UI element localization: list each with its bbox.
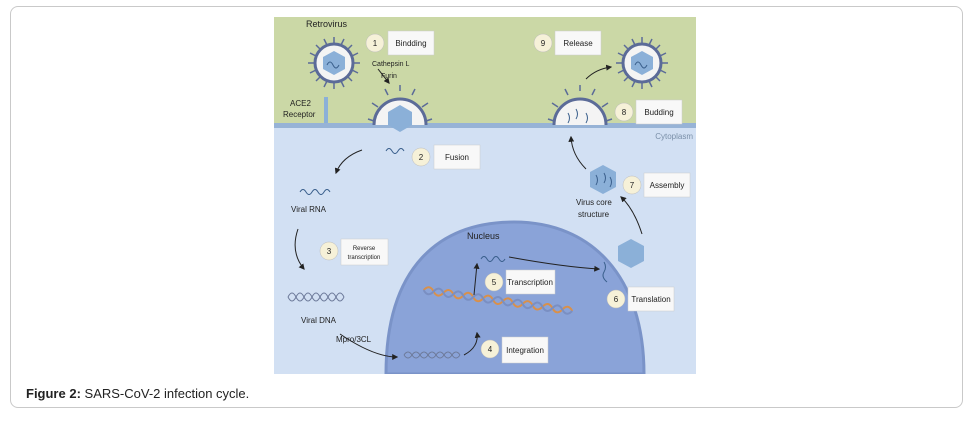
released-virus xyxy=(616,37,668,89)
step-6-number: 6 xyxy=(614,295,619,304)
step-5-label: Transcription xyxy=(507,278,553,287)
step-7: 7 Assembly xyxy=(622,172,691,198)
ace2-receptor-icon xyxy=(324,97,328,123)
integration-arrow xyxy=(463,331,481,356)
step-4-label: Integration xyxy=(506,346,544,355)
translation-to-assembly-arrow xyxy=(620,196,643,235)
ace2-label: ACE2 xyxy=(290,99,311,108)
cytoplasm-label: Cytoplasm xyxy=(655,132,693,141)
step-8-label: Budding xyxy=(644,108,673,117)
step-9-number: 9 xyxy=(541,39,546,48)
export-arrow xyxy=(508,256,601,272)
transcription-arrow xyxy=(473,262,480,296)
released-rna xyxy=(385,148,405,154)
receptor-label: Receptor xyxy=(283,110,316,119)
furin-label: Furin xyxy=(381,73,397,80)
viral-rna-strand xyxy=(299,189,331,195)
step-9-label: Release xyxy=(563,39,593,48)
step-7-label: Assembly xyxy=(650,181,685,190)
step-1-label: Bindding xyxy=(395,39,426,48)
mrna-strand xyxy=(480,256,506,262)
caption-label: Figure 2: xyxy=(26,386,81,401)
step-3-number: 3 xyxy=(327,247,332,256)
figure-caption: Figure 2: SARS-CoV-2 infection cycle. xyxy=(26,386,249,401)
virus-core-label-2: structure xyxy=(578,210,610,219)
binding-virus xyxy=(367,85,433,132)
mpro-label: Mpro/3CL xyxy=(336,335,372,344)
step-4-number: 4 xyxy=(488,345,493,354)
caption-text: SARS-CoV-2 infection cycle. xyxy=(84,386,250,401)
budding-virus xyxy=(547,85,613,126)
cathepsin-arrow xyxy=(377,68,390,84)
step-3: 3 Reverse transcription xyxy=(319,238,389,266)
step-6: 6 Translation xyxy=(606,286,675,312)
step-2: 2 Fusion xyxy=(411,144,481,170)
step-1: 1 Bindding xyxy=(365,30,435,56)
translated-protein xyxy=(618,239,644,268)
viral-dna-helix xyxy=(287,292,345,302)
step-7-number: 7 xyxy=(630,181,635,190)
step-5: 5 Transcription xyxy=(484,269,556,295)
viral-rna-label: Viral RNA xyxy=(291,205,327,214)
cytoplasm-rna xyxy=(602,261,608,283)
step-3-label-line2: transcription xyxy=(348,255,381,261)
step-2-number: 2 xyxy=(419,153,424,162)
cell-membrane xyxy=(274,123,696,128)
viral-dna-label: Viral DNA xyxy=(301,316,337,325)
dna-to-nucleus-arrow xyxy=(339,333,399,360)
step-6-label: Translation xyxy=(631,295,670,304)
step-1-number: 1 xyxy=(373,39,378,48)
step-8: 8 Budding xyxy=(614,99,683,125)
virus-core-label-1: Virus core xyxy=(576,198,612,207)
step-3-label-line1: Reverse xyxy=(353,246,376,252)
fusion-to-rna-arrow xyxy=(334,149,363,175)
step-5-number: 5 xyxy=(492,278,497,287)
step-2-label: Fusion xyxy=(445,153,469,162)
virus-core-rna xyxy=(595,172,612,188)
step-9: 9 Release xyxy=(533,30,602,56)
retrovirus-label: Retrovirus xyxy=(306,19,348,29)
retrovirus-particle xyxy=(308,37,360,89)
virus-core-structure xyxy=(590,165,616,194)
rna-to-dna-arrow xyxy=(294,228,305,270)
cathepsin-label: Cathepsin L xyxy=(372,61,409,68)
step-4: 4 Integration xyxy=(480,336,549,364)
infection-cycle-diagram: Retrovirus ACE2 Receptor Cathepsin L Fur… xyxy=(274,17,696,376)
host-dna-orange xyxy=(422,286,574,314)
step-8-number: 8 xyxy=(622,108,627,117)
assembly-to-budding-arrow xyxy=(568,135,587,170)
host-dna-blue xyxy=(422,287,573,315)
budding-to-release-arrow xyxy=(585,64,613,80)
viral-dna-in-nucleus xyxy=(403,351,461,359)
nucleus-label: Nucleus xyxy=(467,231,500,241)
